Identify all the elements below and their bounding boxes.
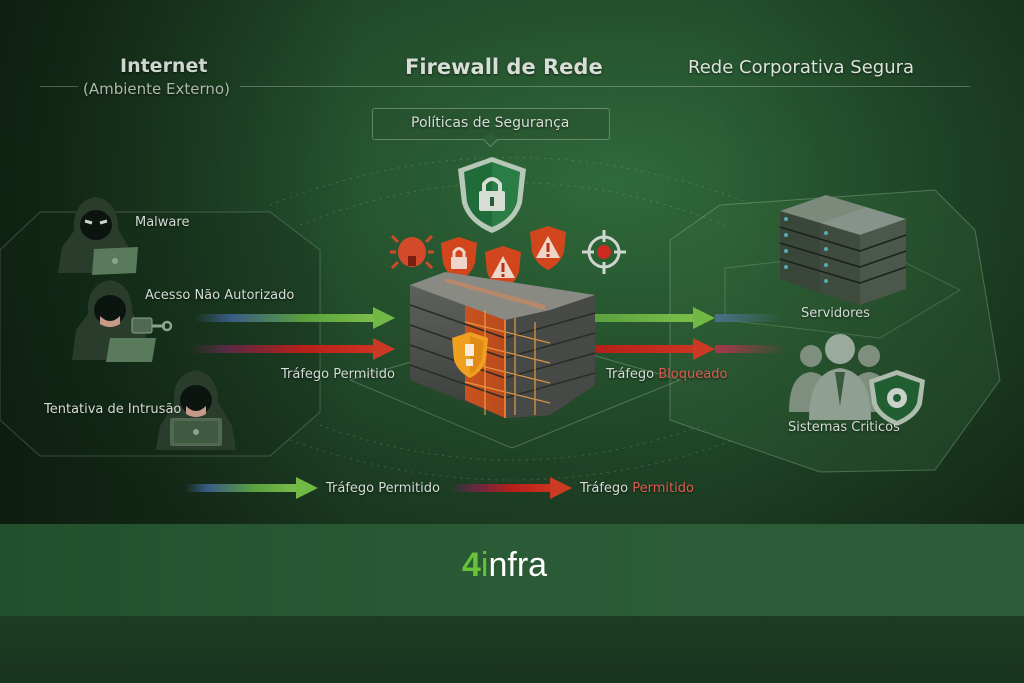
policies-box: Políticas de Segurança	[372, 108, 610, 140]
allowed-traffic-arrow-out	[595, 307, 715, 329]
legend-blocked-prefix: Tráfego	[580, 481, 633, 496]
threat-label-intrusion-attempt: Tentativa de Intrusão	[44, 402, 182, 417]
people-gear-shield-icon	[789, 334, 925, 426]
warning-shield-icon	[485, 246, 521, 290]
allowed-traffic-arrow-in	[195, 307, 395, 329]
threat-label-malware: Malware	[135, 215, 190, 230]
legend-allowed-label: Tráfego Permitido	[326, 481, 440, 496]
asset-label-servers: Servidores	[801, 306, 870, 321]
bug-icon	[390, 234, 434, 270]
asset-label-critical-systems: Sistemas Criticos	[788, 420, 900, 435]
allowed-traffic-trail	[715, 314, 785, 322]
legend-allowed-arrow	[185, 477, 318, 499]
allowed-traffic-label: Tráfego Permitido	[281, 367, 395, 382]
firewall-title: Firewall de Rede	[405, 55, 603, 79]
policies-label: Políticas de Segurança	[411, 115, 570, 131]
lock-shield-icon	[441, 237, 477, 281]
logo-four: 4	[462, 546, 481, 584]
hooded-hacker-padlock-key-icon	[72, 280, 173, 362]
brick-wall-icon	[409, 272, 596, 418]
shield-lock-icon	[458, 157, 526, 233]
threat-label-unauthorized-access: Acesso Não Autorizado	[145, 288, 295, 303]
internet-title: Internet	[120, 55, 208, 77]
legend-blocked-label: Tráfego Permitido	[580, 481, 694, 496]
legend-blocked-arrow	[450, 477, 572, 499]
blocked-traffic-arrow-out	[595, 338, 715, 360]
blocked-traffic-label: Tráfego Bloqueado	[606, 367, 727, 382]
corporate-network-title: Rede Corporativa Segura	[688, 57, 915, 78]
footer-strip	[0, 616, 1024, 683]
hooded-hacker-laptop-icon	[58, 197, 138, 275]
logo-i: i	[480, 546, 489, 584]
alert-shield-icon	[452, 332, 488, 378]
brand-logo-4infra: 4infra	[462, 548, 547, 582]
warning-shield-icon	[530, 226, 566, 270]
brand-band	[0, 524, 1024, 616]
blocked-label-prefix: Tráfego	[606, 367, 659, 382]
logo-rest: nfra	[488, 546, 548, 584]
header-divider	[240, 86, 970, 87]
legend-blocked-highlight: Permitido	[632, 481, 694, 496]
hooded-hacker-laptop-icon	[156, 370, 236, 450]
blocked-label-highlight: Bloqueado	[658, 367, 728, 382]
server-racks-icon	[779, 195, 907, 305]
internet-subtitle: (Ambiente Externo)	[83, 80, 230, 98]
header-divider	[40, 86, 78, 87]
target-crosshair-icon	[582, 230, 626, 274]
blocked-traffic-trail	[715, 345, 785, 353]
blocked-traffic-arrow-in	[190, 338, 395, 360]
